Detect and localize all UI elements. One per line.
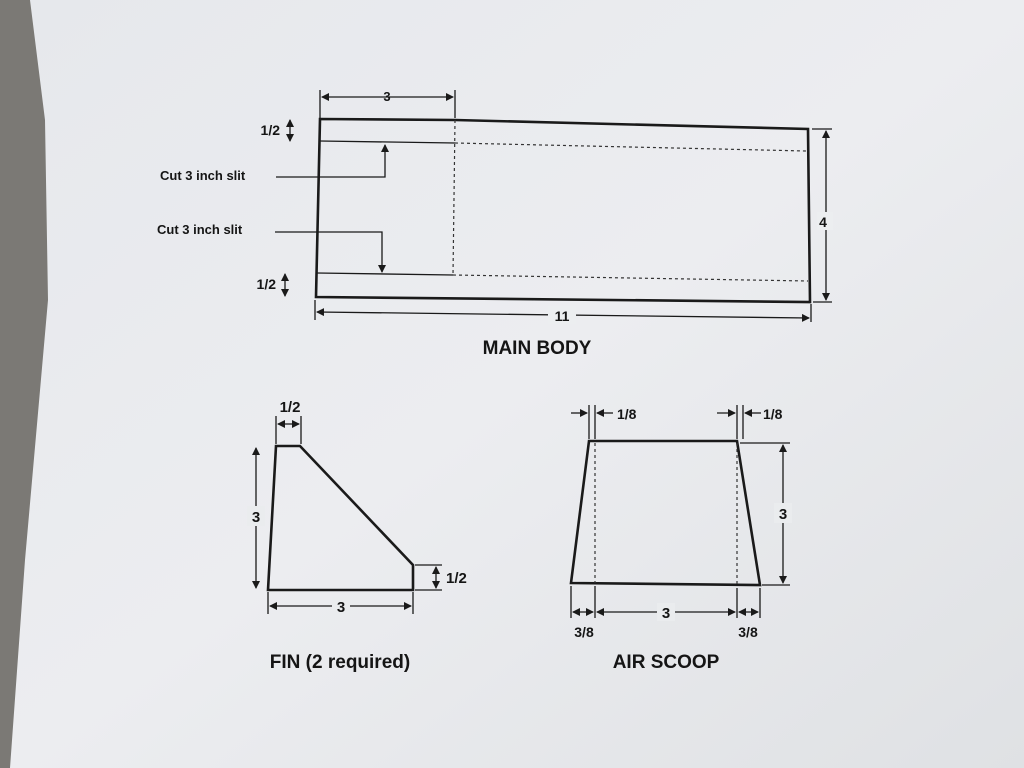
air-scoop-outline — [569, 439, 762, 587]
fin-dim-left: 3 — [252, 509, 260, 526]
main-body-drawing: 3 1/2 Cut 3 inch slit Cut 3 inch slit 1/… — [157, 89, 833, 359]
slit-label-2: Cut 3 inch slit — [157, 222, 243, 237]
main-dim-top: 3 — [383, 89, 390, 104]
slit-label-1: Cut 3 inch slit — [160, 168, 246, 183]
fin-dim-right: 1/2 — [446, 570, 467, 587]
fin-dim-top: 1/2 — [280, 399, 301, 416]
main-dim-height: 4 — [819, 214, 827, 230]
scoop-dim-top-right: 1/8 — [763, 406, 783, 422]
fin-dim-bottom: 3 — [337, 599, 345, 616]
main-body-title: MAIN BODY — [483, 338, 592, 359]
scoop-dim-right: 3 — [779, 506, 787, 523]
air-scoop-title: AIR SCOOP — [613, 652, 720, 673]
main-body-outline — [314, 117, 812, 304]
fin-outline — [266, 444, 415, 592]
air-scoop-drawing: 1/8 1/8 3 3 3/8 3/8 AIR SCOOP — [569, 405, 792, 673]
fin-drawing: 1/2 3 1/2 3 FIN (2 required) — [247, 399, 467, 673]
paper — [10, 0, 1024, 768]
slit-guide — [452, 119, 456, 276]
scoop-dim-bottom: 3 — [662, 605, 670, 622]
main-dim-length: 11 — [555, 308, 570, 324]
scoop-dim-bottom-left: 3/8 — [574, 624, 594, 640]
main-dim-half-top: 1/2 — [261, 122, 281, 138]
scoop-dim-top-left: 1/8 — [617, 406, 637, 422]
fin-title: FIN (2 required) — [270, 652, 410, 673]
main-dim-half-bottom: 1/2 — [257, 276, 277, 292]
scoop-dim-bottom-right: 3/8 — [738, 624, 758, 640]
